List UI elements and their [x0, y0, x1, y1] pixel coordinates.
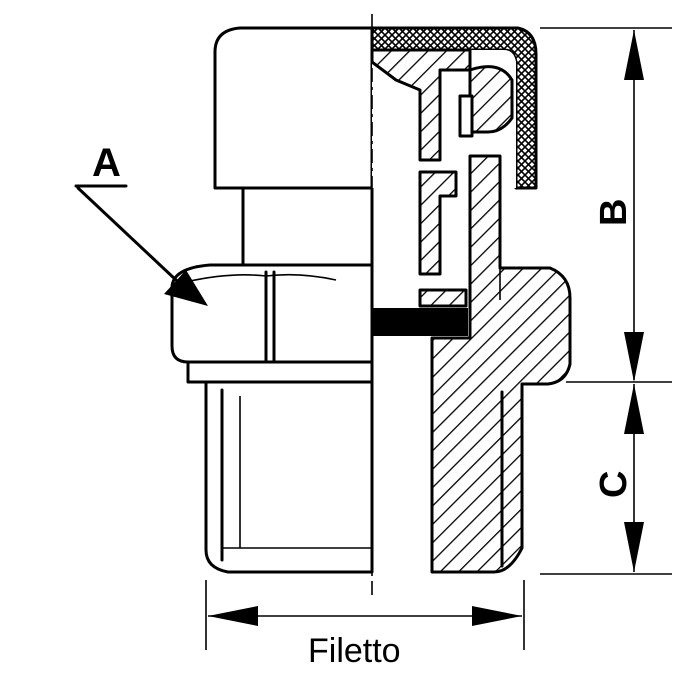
- hex-nut-chamfer: [185, 273, 337, 283]
- inner-sleeve-upper: [468, 65, 514, 134]
- stem-exterior: [241, 186, 374, 269]
- label-c: C: [593, 471, 635, 498]
- spring-seat: [418, 288, 468, 308]
- washer-band: [186, 360, 374, 384]
- valve-head: [370, 48, 472, 162]
- valve-slot: [458, 94, 474, 138]
- dim-thread-arrow-left: [208, 606, 258, 626]
- main-body-section: [430, 154, 572, 574]
- dim-c-arrow-top: [624, 384, 644, 434]
- label-thread: Filetto: [308, 632, 401, 670]
- label-b: B: [593, 199, 635, 226]
- dim-thread-arrow-right: [472, 606, 522, 626]
- dim-b-arrow-bottom: [624, 332, 644, 382]
- label-a-arrowhead: [164, 270, 208, 306]
- dim-b-arrow-top: [624, 30, 644, 80]
- cap-exterior: [213, 26, 374, 190]
- valve-stem: [418, 170, 458, 276]
- dim-c-arrow-bottom: [624, 522, 644, 572]
- label-a: A: [92, 141, 121, 185]
- gasket: [372, 308, 468, 336]
- threaded-body: [204, 380, 374, 574]
- label-a-leader: [76, 186, 178, 282]
